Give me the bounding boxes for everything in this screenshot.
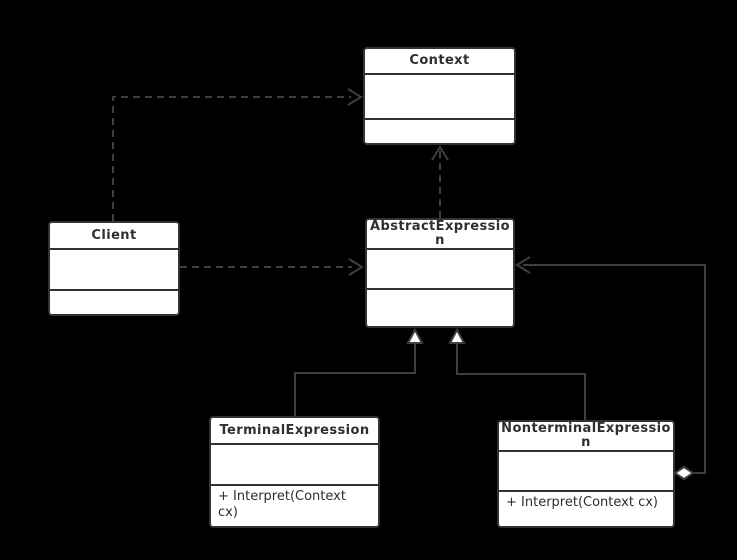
generalization-line xyxy=(456,343,586,420)
class-name: NonterminalExpression xyxy=(499,422,673,452)
class-name: AbstractExpression xyxy=(367,220,513,250)
generalization-terminalexpression-to-abstractexpression[interactable] xyxy=(294,327,424,416)
hollow-diamond-icon xyxy=(673,465,695,481)
open-arrowhead-icon xyxy=(515,256,531,274)
class-box-nonterminalexpression[interactable]: NonterminalExpression + Interpret(Contex… xyxy=(497,420,675,528)
aggregation-line xyxy=(523,264,706,474)
generalization-nonterminalexpression-to-abstractexpression[interactable] xyxy=(448,327,586,420)
hollow-triangle-arrowhead-icon xyxy=(448,327,466,344)
class-methods xyxy=(365,120,514,143)
class-name: TerminalExpression xyxy=(211,418,378,445)
open-arrowhead-icon xyxy=(431,145,449,161)
class-box-terminalexpression[interactable]: TerminalExpression + Interpret(Context c… xyxy=(209,416,380,528)
class-attributes xyxy=(365,75,514,120)
class-box-abstractexpression[interactable]: AbstractExpression xyxy=(365,218,515,328)
class-methods xyxy=(367,290,513,326)
open-arrowhead-icon xyxy=(348,258,364,276)
class-box-client[interactable]: Client xyxy=(48,221,180,316)
class-methods: + Interpret(Context cx) xyxy=(506,495,658,510)
hollow-triangle-arrowhead-icon xyxy=(406,327,424,344)
class-methods: + Interpret(Context cx) xyxy=(218,489,346,520)
aggregation-nonterminalexpression-to-abstractexpression[interactable] xyxy=(515,256,706,481)
class-box-context[interactable]: Context xyxy=(363,47,516,145)
generalization-line xyxy=(294,343,416,416)
class-attributes xyxy=(211,445,378,486)
dependency-line xyxy=(112,96,351,221)
class-attributes xyxy=(367,250,513,290)
class-methods xyxy=(50,291,178,314)
dependency-client-to-abstractexpression[interactable] xyxy=(180,258,364,276)
dependency-client-to-context[interactable] xyxy=(112,88,363,221)
class-name: Context xyxy=(365,49,514,75)
open-arrowhead-icon xyxy=(347,88,363,106)
class-name: Client xyxy=(50,223,178,250)
class-attributes xyxy=(50,250,178,291)
dependency-abstractexpression-to-context[interactable] xyxy=(431,145,449,218)
class-attributes xyxy=(499,452,673,492)
